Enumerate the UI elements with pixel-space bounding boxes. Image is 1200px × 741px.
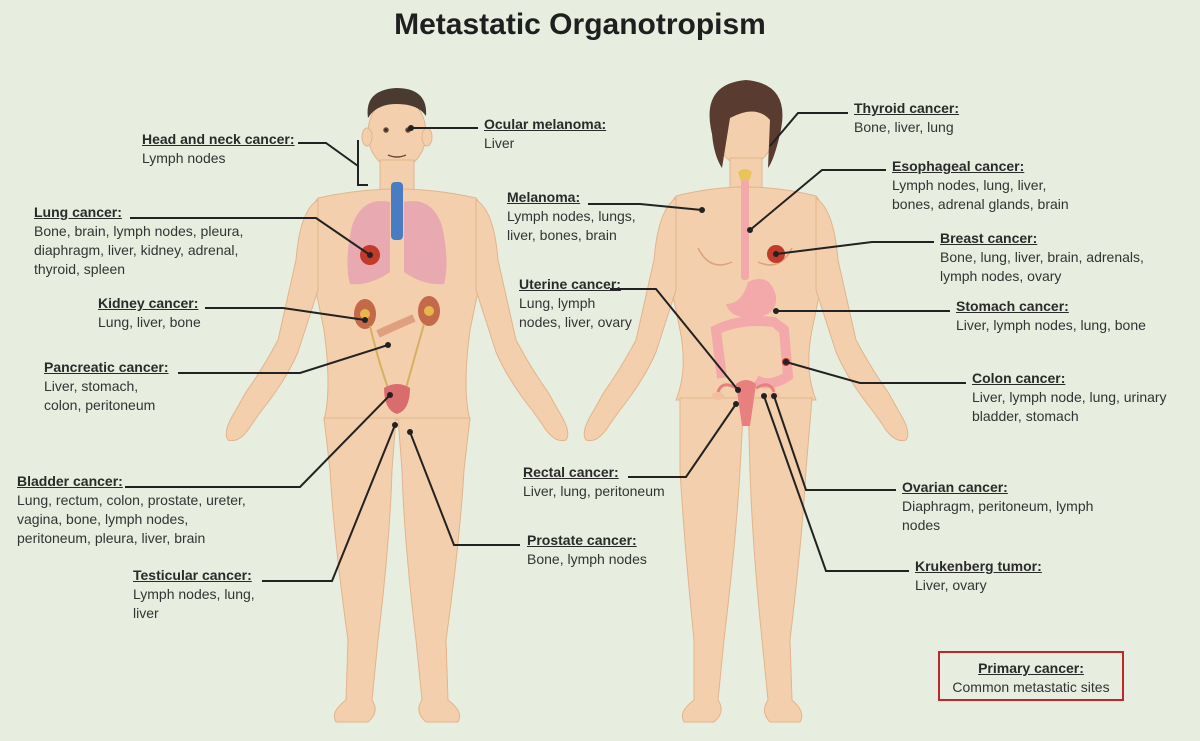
- label-pancreatic: Pancreatic cancer: Liver, stomach, colon…: [44, 358, 169, 415]
- label-bladder: Bladder cancer: Lung, rectum, colon, pro…: [17, 472, 246, 548]
- label-sites: bones, adrenal glands, brain: [892, 196, 1069, 212]
- label-sites: Bone, liver, lung: [854, 119, 954, 135]
- label-sites: Lymph nodes, lung,: [133, 586, 255, 602]
- label-melanoma: Melanoma: Lymph nodes, lungs, liver, bon…: [507, 188, 636, 245]
- label-title: Head and neck cancer:: [142, 131, 295, 147]
- label-sites: Lymph nodes, lung, liver,: [892, 177, 1047, 193]
- label-rectal: Rectal cancer: Liver, lung, peritoneum: [523, 463, 665, 501]
- legend-title: Primary cancer:: [978, 660, 1084, 676]
- label-sites: thyroid, spleen: [34, 261, 126, 277]
- label-sites: Liver, lymph nodes, lung, bone: [956, 317, 1146, 333]
- male-body: [225, 96, 569, 723]
- label-title: Colon cancer:: [972, 370, 1066, 386]
- label-breast: Breast cancer: Bone, lung, liver, brain,…: [940, 229, 1144, 286]
- left-ovary: [712, 392, 724, 400]
- label-stomach: Stomach cancer: Liver, lymph nodes, lung…: [956, 297, 1146, 335]
- male-hair: [367, 88, 427, 118]
- male-ureters: [369, 323, 425, 389]
- stomach: [726, 279, 777, 318]
- fallopian-tubes: [716, 383, 776, 393]
- label-title: Ocular melanoma:: [484, 116, 607, 132]
- label-title: Esophageal cancer:: [892, 158, 1025, 174]
- label-sites: Liver, lymph node, lung, urinary: [972, 389, 1167, 405]
- label-title: Stomach cancer:: [956, 298, 1069, 314]
- female-hair: [709, 80, 783, 168]
- label-kidney: Kidney cancer: Lung, liver, bone: [98, 294, 201, 332]
- leader-lines: [125, 112, 966, 582]
- label-sites: lymph nodes, ovary: [940, 268, 1062, 284]
- label-sites: bladder, stomach: [972, 408, 1079, 424]
- uterus: [736, 380, 756, 426]
- leader-dots: [362, 125, 789, 435]
- label-krukenberg: Krukenberg tumor: Liver, ovary: [915, 557, 1042, 595]
- label-sites: peritoneum, pleura, liver, brain: [17, 530, 206, 546]
- colon: [710, 316, 794, 389]
- label-head-neck: Head and neck cancer: Lymph nodes: [142, 130, 295, 168]
- legend-box: Primary cancer: Common metastatic sites: [938, 651, 1124, 701]
- label-testicular: Testicular cancer: Lymph nodes, lung, li…: [133, 566, 255, 623]
- label-sites: Liver, lung, peritoneum: [523, 483, 665, 499]
- label-title: Melanoma:: [507, 189, 581, 205]
- page-title: Metastatic Organotropism: [394, 8, 766, 41]
- label-sites: Liver, stomach,: [44, 378, 139, 394]
- label-sites: colon, peritoneum: [44, 397, 156, 413]
- label-title: Rectal cancer:: [523, 464, 619, 480]
- label-title: Breast cancer:: [940, 230, 1038, 246]
- label-title: Bladder cancer:: [17, 473, 123, 489]
- label-sites: Diaphragm, peritoneum, lymph: [902, 498, 1094, 514]
- label-sites: nodes, liver, ovary: [519, 314, 632, 330]
- label-lung: Lung cancer: Bone, brain, lymph nodes, p…: [34, 203, 243, 279]
- label-sites: Liver, ovary: [915, 577, 987, 593]
- label-esophageal: Esophageal cancer: Lymph nodes, lung, li…: [892, 157, 1069, 214]
- label-ocular-melanoma: Ocular melanoma: Liver: [484, 115, 606, 153]
- label-sites: diaphragm, liver, kidney, adrenal,: [34, 242, 239, 258]
- label-sites: liver: [133, 605, 159, 621]
- esophagus: [741, 180, 749, 280]
- thyroid-gland: [738, 169, 752, 188]
- label-title: Lung cancer:: [34, 204, 122, 220]
- label-title: Krukenberg tumor:: [915, 558, 1042, 574]
- label-sites: liver, bones, brain: [507, 227, 617, 243]
- label-sites: nodes: [902, 517, 941, 533]
- male-bladder: [384, 384, 410, 414]
- label-title: Uterine cancer:: [519, 276, 621, 292]
- male-pancreas: [376, 314, 416, 338]
- label-title: Thyroid cancer:: [854, 100, 960, 116]
- legend-label: Primary cancer: Common metastatic sites: [940, 653, 1122, 697]
- label-sites: Lung, lymph: [519, 295, 596, 311]
- label-sites: vagina, bone, lymph nodes,: [17, 511, 189, 527]
- label-title: Prostate cancer:: [527, 532, 637, 548]
- label-sites: Lung, rectum, colon, prostate, ureter,: [17, 492, 246, 508]
- male-lungs: [347, 182, 447, 285]
- label-title: Ovarian cancer:: [902, 479, 1008, 495]
- label-title: Kidney cancer:: [98, 295, 199, 311]
- label-uterine: Uterine cancer: Lung, lymph nodes, liver…: [519, 275, 632, 332]
- label-sites: Lymph nodes: [142, 150, 226, 166]
- label-sites: Bone, lymph nodes: [527, 551, 647, 567]
- label-sites: Bone, lung, liver, brain, adrenals,: [940, 249, 1144, 265]
- label-title: Testicular cancer:: [133, 567, 252, 583]
- label-title: Pancreatic cancer:: [44, 359, 169, 375]
- label-thyroid: Thyroid cancer: Bone, liver, lung: [854, 99, 959, 137]
- label-sites: Bone, brain, lymph nodes, pleura,: [34, 223, 244, 239]
- legend-sites: Common metastatic sites: [952, 679, 1110, 695]
- label-colon: Colon cancer: Liver, lymph node, lung, u…: [972, 369, 1167, 426]
- label-sites: Lung, liver, bone: [98, 314, 201, 330]
- label-prostate: Prostate cancer: Bone, lymph nodes: [527, 531, 647, 569]
- label-sites: Lymph nodes, lungs,: [507, 208, 636, 224]
- label-ovarian: Ovarian cancer: Diaphragm, peritoneum, l…: [902, 478, 1093, 535]
- label-sites: Liver: [484, 135, 515, 151]
- male-kidneys: [354, 296, 440, 329]
